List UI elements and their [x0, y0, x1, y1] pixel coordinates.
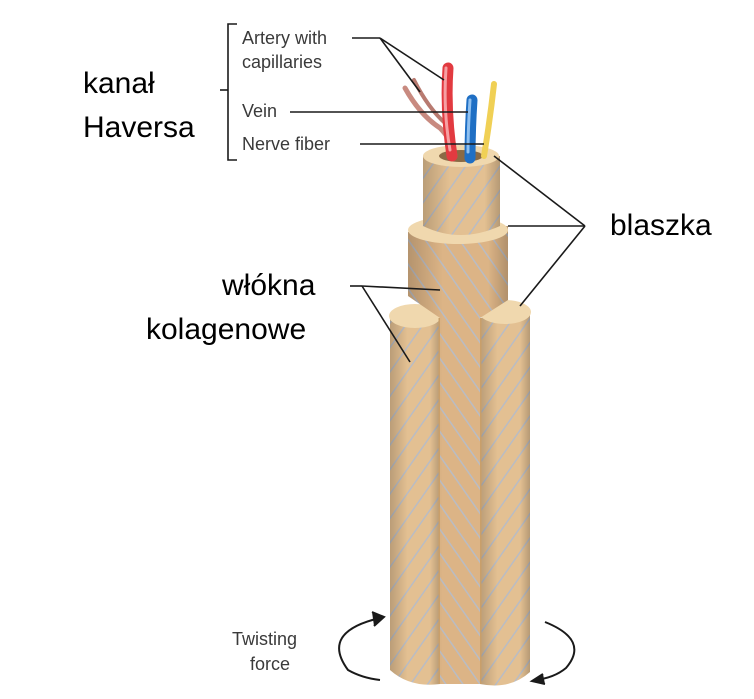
- inner-lamella: [423, 145, 500, 235]
- haversian-bracket: [227, 23, 237, 161]
- haversian-canal-label-line1: kanał: [83, 67, 155, 100]
- twisting-label-line2: force: [250, 654, 291, 674]
- twisting-arrows: [338, 611, 576, 685]
- twist-arrow-left: [338, 617, 381, 681]
- leader-lines: [220, 23, 586, 363]
- artery-label-line2: capillaries: [242, 52, 323, 72]
- haversian-canal-label-line2: Haversa: [83, 111, 195, 144]
- twisting-label-line1: Twisting: [232, 629, 298, 649]
- nerve-fiber-label: Nerve fiber: [242, 134, 331, 154]
- twist-arrow-right: [534, 621, 576, 681]
- vein: [464, 94, 478, 164]
- haversian-canal-contents: [402, 62, 497, 164]
- collagen-label-line1: włókna: [222, 269, 316, 302]
- nerve-fiber: [481, 81, 497, 159]
- vein-label: Vein: [242, 101, 278, 121]
- artery-label-line1: Artery with: [242, 28, 328, 48]
- lamella-label: blaszka: [610, 209, 712, 242]
- collagen-label-line2: kolagenowe: [146, 313, 307, 346]
